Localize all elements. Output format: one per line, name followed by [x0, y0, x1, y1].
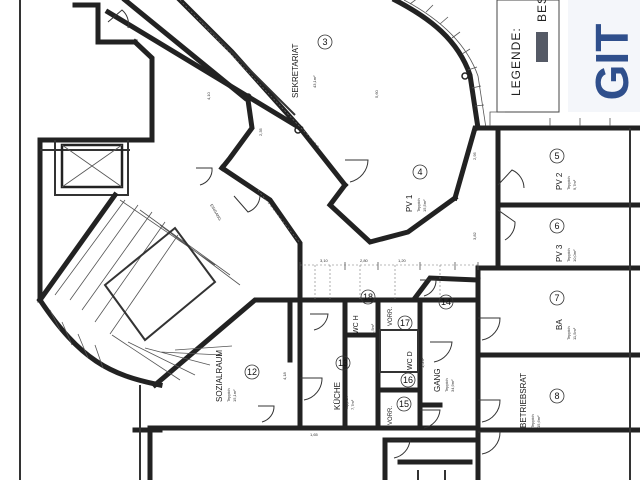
dimension-lines: [179, 0, 479, 300]
room-floor: Teppich: [344, 396, 349, 410]
legend-panel: LEGENDE: BES: [496, 0, 560, 113]
dimension-label: 2,80: [360, 258, 369, 263]
entrance-label: EINGANG: [209, 203, 223, 221]
room-vorr-a[interactable]: 15 VORR.: [388, 396, 412, 425]
room-floor: Teppich: [566, 326, 571, 340]
room-number: 7: [554, 293, 559, 303]
room-pv2[interactable]: 5 PV 2 Teppich 9,7m²: [549, 148, 577, 190]
curved-facade: [391, 0, 487, 131]
dimension-label: 4,10: [206, 91, 211, 100]
room-floor: Teppich: [416, 198, 421, 212]
room-name: BETRIEBSRAT: [519, 373, 528, 428]
room-area: 1,5m²: [370, 323, 375, 334]
room-area: 15,6m²: [536, 415, 541, 428]
room-wc-h[interactable]: 18 WC H 1,5m²: [353, 289, 376, 334]
room-area: 7,7m²: [350, 399, 355, 410]
room-floor: Teppich: [530, 414, 535, 428]
dimension-label: 3,82: [472, 231, 477, 240]
diagonal-corridor: [104, 0, 501, 303]
dimension-label: 3,10: [320, 258, 329, 263]
dimension-label: 2,95: [472, 151, 477, 160]
room-area: 15,1m²: [232, 389, 237, 402]
room-number: 14: [441, 297, 451, 307]
room-name: PV 1: [405, 194, 414, 212]
dimension-label: 4,18: [282, 371, 287, 380]
room-number: 4: [417, 167, 422, 177]
room-area: 43,1m²: [312, 75, 317, 88]
room-name: VORR.: [388, 406, 394, 425]
room-name: WC D: [407, 351, 414, 370]
legend-swatch-label: BES: [535, 0, 549, 22]
room-name: KÜCHE: [333, 382, 342, 410]
room-number: 17: [400, 318, 410, 328]
room-kueche[interactable]: 13 KÜCHE Teppich 7,7m²: [333, 355, 355, 410]
right-offices: [475, 111, 640, 480]
room-number: 3: [322, 37, 327, 47]
staircase: [36, 191, 303, 389]
room-sozialraum[interactable]: 12 SOZIALRAUM Teppich 15,1m²: [215, 350, 260, 402]
room-name: SEKRETARIAT: [291, 44, 300, 98]
room-wc-d[interactable]: 16 WC D 1,5m²: [400, 351, 425, 388]
room-number: 16: [403, 375, 413, 385]
lower-left-walls: [132, 385, 163, 480]
room-gang[interactable]: 14 GANG Teppich 34,9m²: [433, 294, 455, 392]
central-block: [147, 275, 481, 480]
room-vorr-b[interactable]: 17 VORR.: [388, 307, 413, 331]
upper-left-walls: [19, 0, 155, 480]
logo-text: GIT: [586, 24, 638, 101]
room-pv3[interactable]: 6 PV 3 Teppich 10,0m²: [549, 218, 577, 262]
room-number: 13: [338, 358, 348, 368]
room-name: VORR.: [388, 307, 394, 326]
room-area: 11,5m²: [572, 327, 577, 340]
elevator: [54, 140, 129, 196]
doors: [107, 9, 525, 459]
room-number: 15: [399, 399, 409, 409]
room-area: 15,5m²: [422, 199, 427, 212]
room-number: 8: [554, 391, 559, 401]
dimension-label: 1,65: [310, 432, 319, 437]
room-floor: Teppich: [566, 176, 571, 190]
room-name: WC H: [353, 315, 360, 334]
room-number: 18: [363, 292, 373, 302]
room-number: 5: [554, 151, 559, 161]
room-area: 9,7m²: [572, 179, 577, 190]
room-number: 6: [554, 221, 559, 231]
dimension-texts: 4,10 2,35 5,60 3,10 2,80 1,20 4,18 2,95 …: [206, 89, 477, 437]
legend-swatch: [536, 32, 548, 62]
room-name: PV 2: [555, 172, 564, 190]
room-sekretariat[interactable]: 3 SEKRETARIAT 43,1m²: [291, 34, 333, 98]
room-number: 12: [247, 367, 257, 377]
room-betriebsrat[interactable]: 8 BETRIEBSRAT Teppich 15,6m²: [519, 373, 565, 428]
legend-title: LEGENDE:: [509, 27, 523, 96]
room-floor: Teppich: [444, 378, 449, 392]
room-area: 10,0m²: [572, 249, 577, 262]
room-name: SOZIALRAUM: [215, 350, 224, 402]
dimension-label: 5,60: [374, 89, 379, 98]
dimension-label: 1,20: [398, 258, 407, 263]
dimension-label: 2,35: [258, 127, 263, 136]
room-area: 34,9m²: [450, 379, 455, 392]
company-logo: GIT: [568, 0, 640, 112]
room-area: 1,5m²: [420, 357, 425, 368]
room-name: BA: [555, 319, 564, 330]
room-name: PV 3: [555, 244, 564, 262]
room-floor: Teppich: [226, 388, 231, 402]
room-ba[interactable]: 7 BA Teppich 11,5m²: [549, 290, 577, 340]
room-floor: Teppich: [566, 248, 571, 262]
room-pv1[interactable]: 4 PV 1 Teppich 15,5m²: [405, 164, 428, 212]
room-name: GANG: [433, 368, 442, 392]
